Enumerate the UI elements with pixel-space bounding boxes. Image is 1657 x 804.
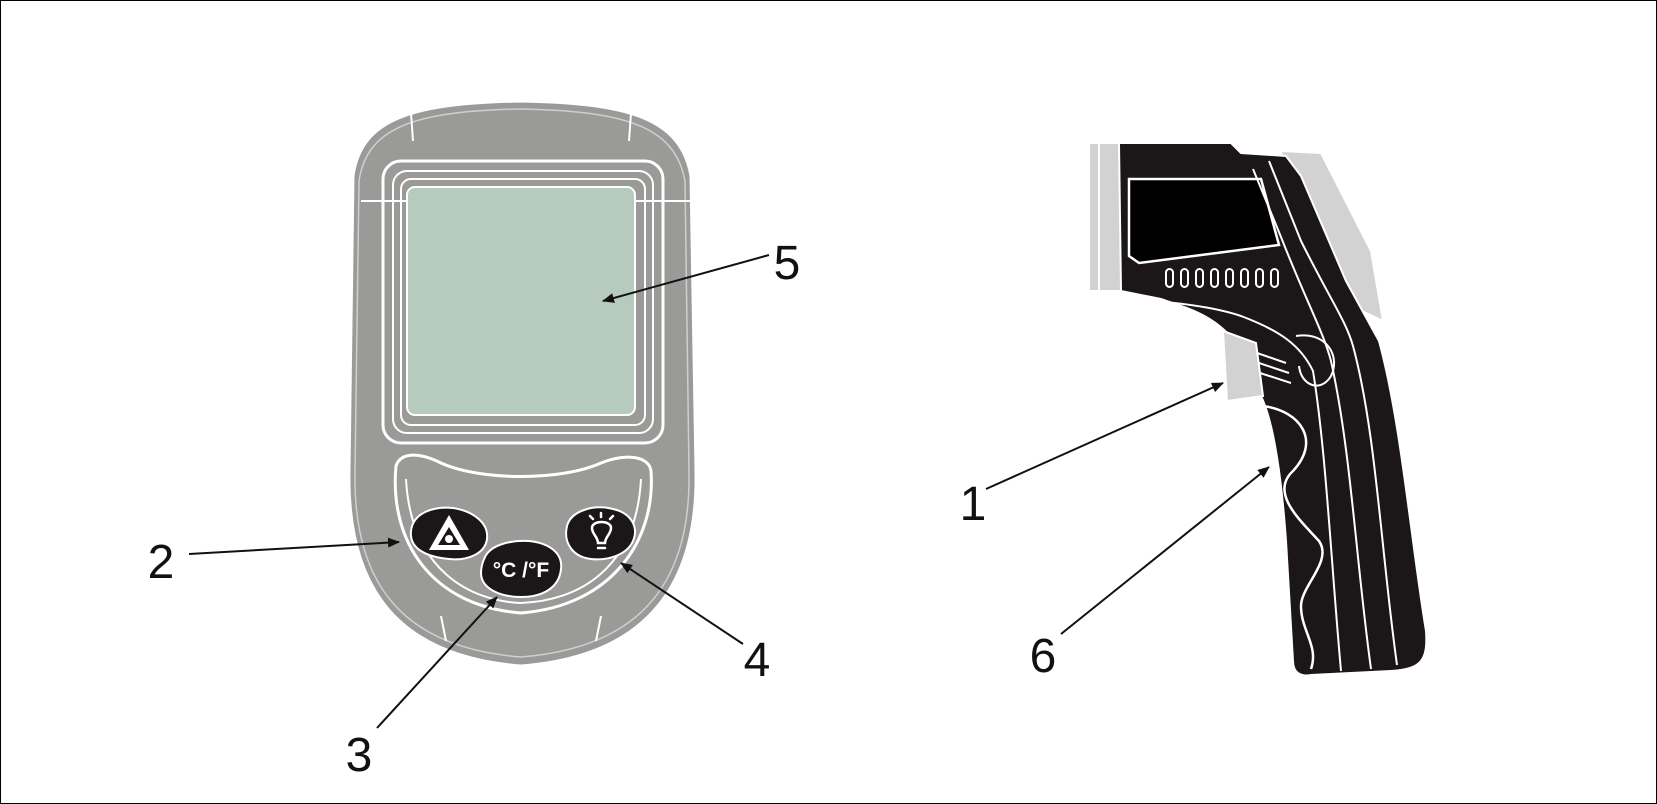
grip-waves <box>1262 404 1324 670</box>
trigger-ridges <box>1256 352 1292 384</box>
display-bezel-outer <box>381 159 665 445</box>
leader-line-6 <box>1060 466 1270 635</box>
side-vent-slots <box>1165 268 1279 288</box>
lightbulb-icon <box>588 511 615 550</box>
leader-line-2 <box>188 537 400 555</box>
callout-5: 5 <box>774 237 801 290</box>
callout-6: 6 <box>1030 630 1057 683</box>
callout-3: 3 <box>346 729 373 782</box>
unit-button[interactable]: °C /°F <box>479 539 563 599</box>
display-bezel-inner <box>400 178 646 426</box>
laser-button[interactable] <box>409 506 489 561</box>
unit-button-label: °C /°F <box>493 559 550 582</box>
side-trigger <box>1221 329 1265 403</box>
laser-triangle-icon <box>429 515 469 550</box>
display-bezel-mid <box>392 170 654 434</box>
backlight-button[interactable] <box>565 506 636 561</box>
side-view <box>1088 142 1428 677</box>
leader-line-3 <box>376 596 498 729</box>
front-view: °C /°F <box>347 99 698 668</box>
callout-numbers: 1 2 3 4 5 6 <box>148 237 1057 782</box>
leader-lines <box>188 254 1270 729</box>
leader-line-1 <box>985 382 1224 490</box>
callout-2: 2 <box>148 536 175 589</box>
side-window <box>1127 177 1281 265</box>
leader-line-4 <box>620 562 744 645</box>
callout-4: 4 <box>744 634 771 687</box>
front-bottom-contour <box>440 615 602 642</box>
leader-line-5 <box>602 254 770 303</box>
callout-1: 1 <box>960 478 987 531</box>
front-body-outline <box>354 108 690 658</box>
lcd-display <box>406 186 636 416</box>
handle-contours <box>1118 160 1398 672</box>
button-panel <box>393 453 653 615</box>
